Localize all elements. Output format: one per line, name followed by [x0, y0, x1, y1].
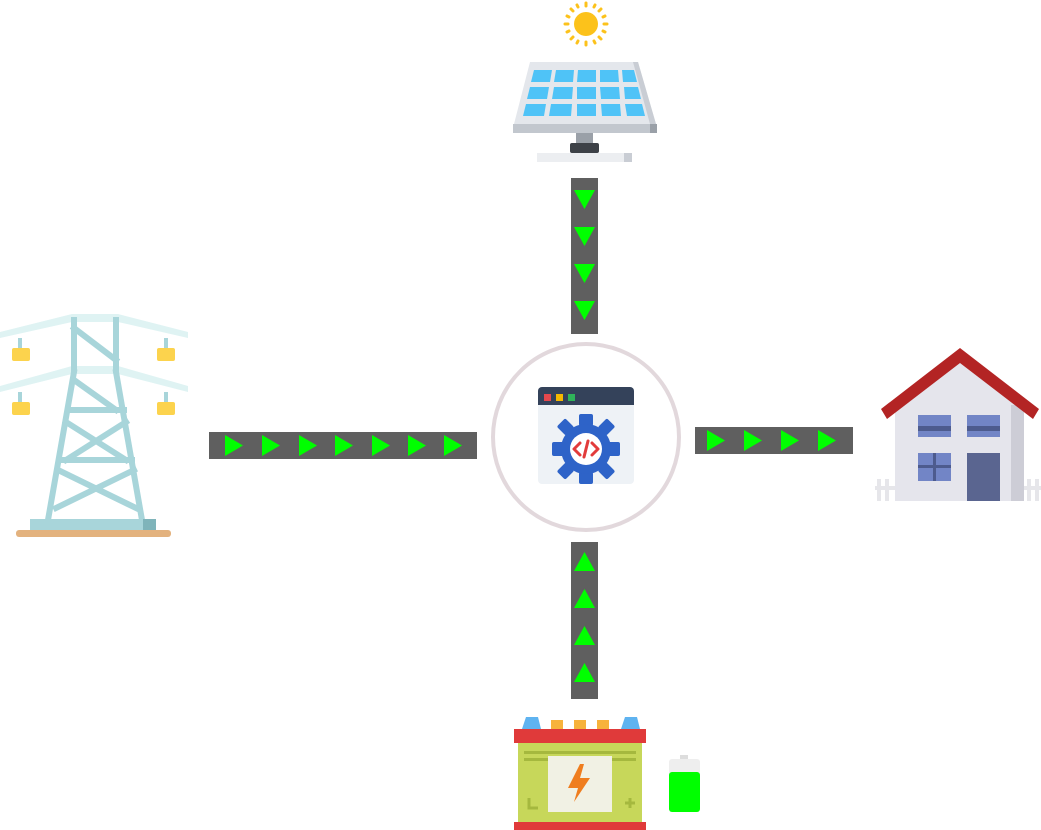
flow-arrow [574, 301, 595, 320]
house-icon [875, 348, 1041, 501]
flow-arrow [574, 264, 595, 283]
sun-icon [563, 1, 609, 47]
flow-arrow [574, 227, 595, 246]
flow-arrow [574, 626, 595, 645]
flow-arrow [574, 552, 595, 571]
flow-grid-to-controller [209, 432, 477, 459]
flow-arrow [574, 190, 595, 209]
code-icon [572, 439, 600, 459]
flow-solar-to-controller [571, 178, 598, 334]
lightning-bolt-icon [568, 764, 590, 802]
power-tower-icon [0, 314, 188, 537]
flow-arrow [707, 430, 725, 451]
energy-controller-hub [489, 340, 683, 534]
flow-arrow [225, 435, 243, 456]
house-node [873, 343, 1041, 508]
flow-arrows-right [225, 435, 462, 456]
power-grid-node [0, 310, 195, 540]
flow-arrow [818, 430, 836, 451]
flow-arrow [744, 430, 762, 451]
flow-arrow [408, 435, 426, 456]
flow-battery-to-controller [571, 542, 598, 699]
flow-arrows-down [574, 190, 595, 320]
battery-level-indicator [669, 755, 700, 812]
battery-icon [514, 717, 700, 830]
flow-arrow [781, 430, 799, 451]
energy-controller-icon [491, 342, 681, 532]
flow-arrow [574, 663, 595, 682]
solar-panel-icon [513, 1, 657, 162]
solar-panel-node [500, 0, 670, 170]
flow-arrows-up [574, 552, 595, 682]
battery-node [510, 710, 710, 830]
flow-arrow [299, 435, 317, 456]
flow-arrows-right [707, 430, 836, 451]
flow-arrow [335, 435, 353, 456]
flow-arrow [372, 435, 390, 456]
flow-arrow [262, 435, 280, 456]
flow-controller-to-home [695, 427, 853, 454]
flow-arrow [574, 589, 595, 608]
flow-arrow [444, 435, 462, 456]
